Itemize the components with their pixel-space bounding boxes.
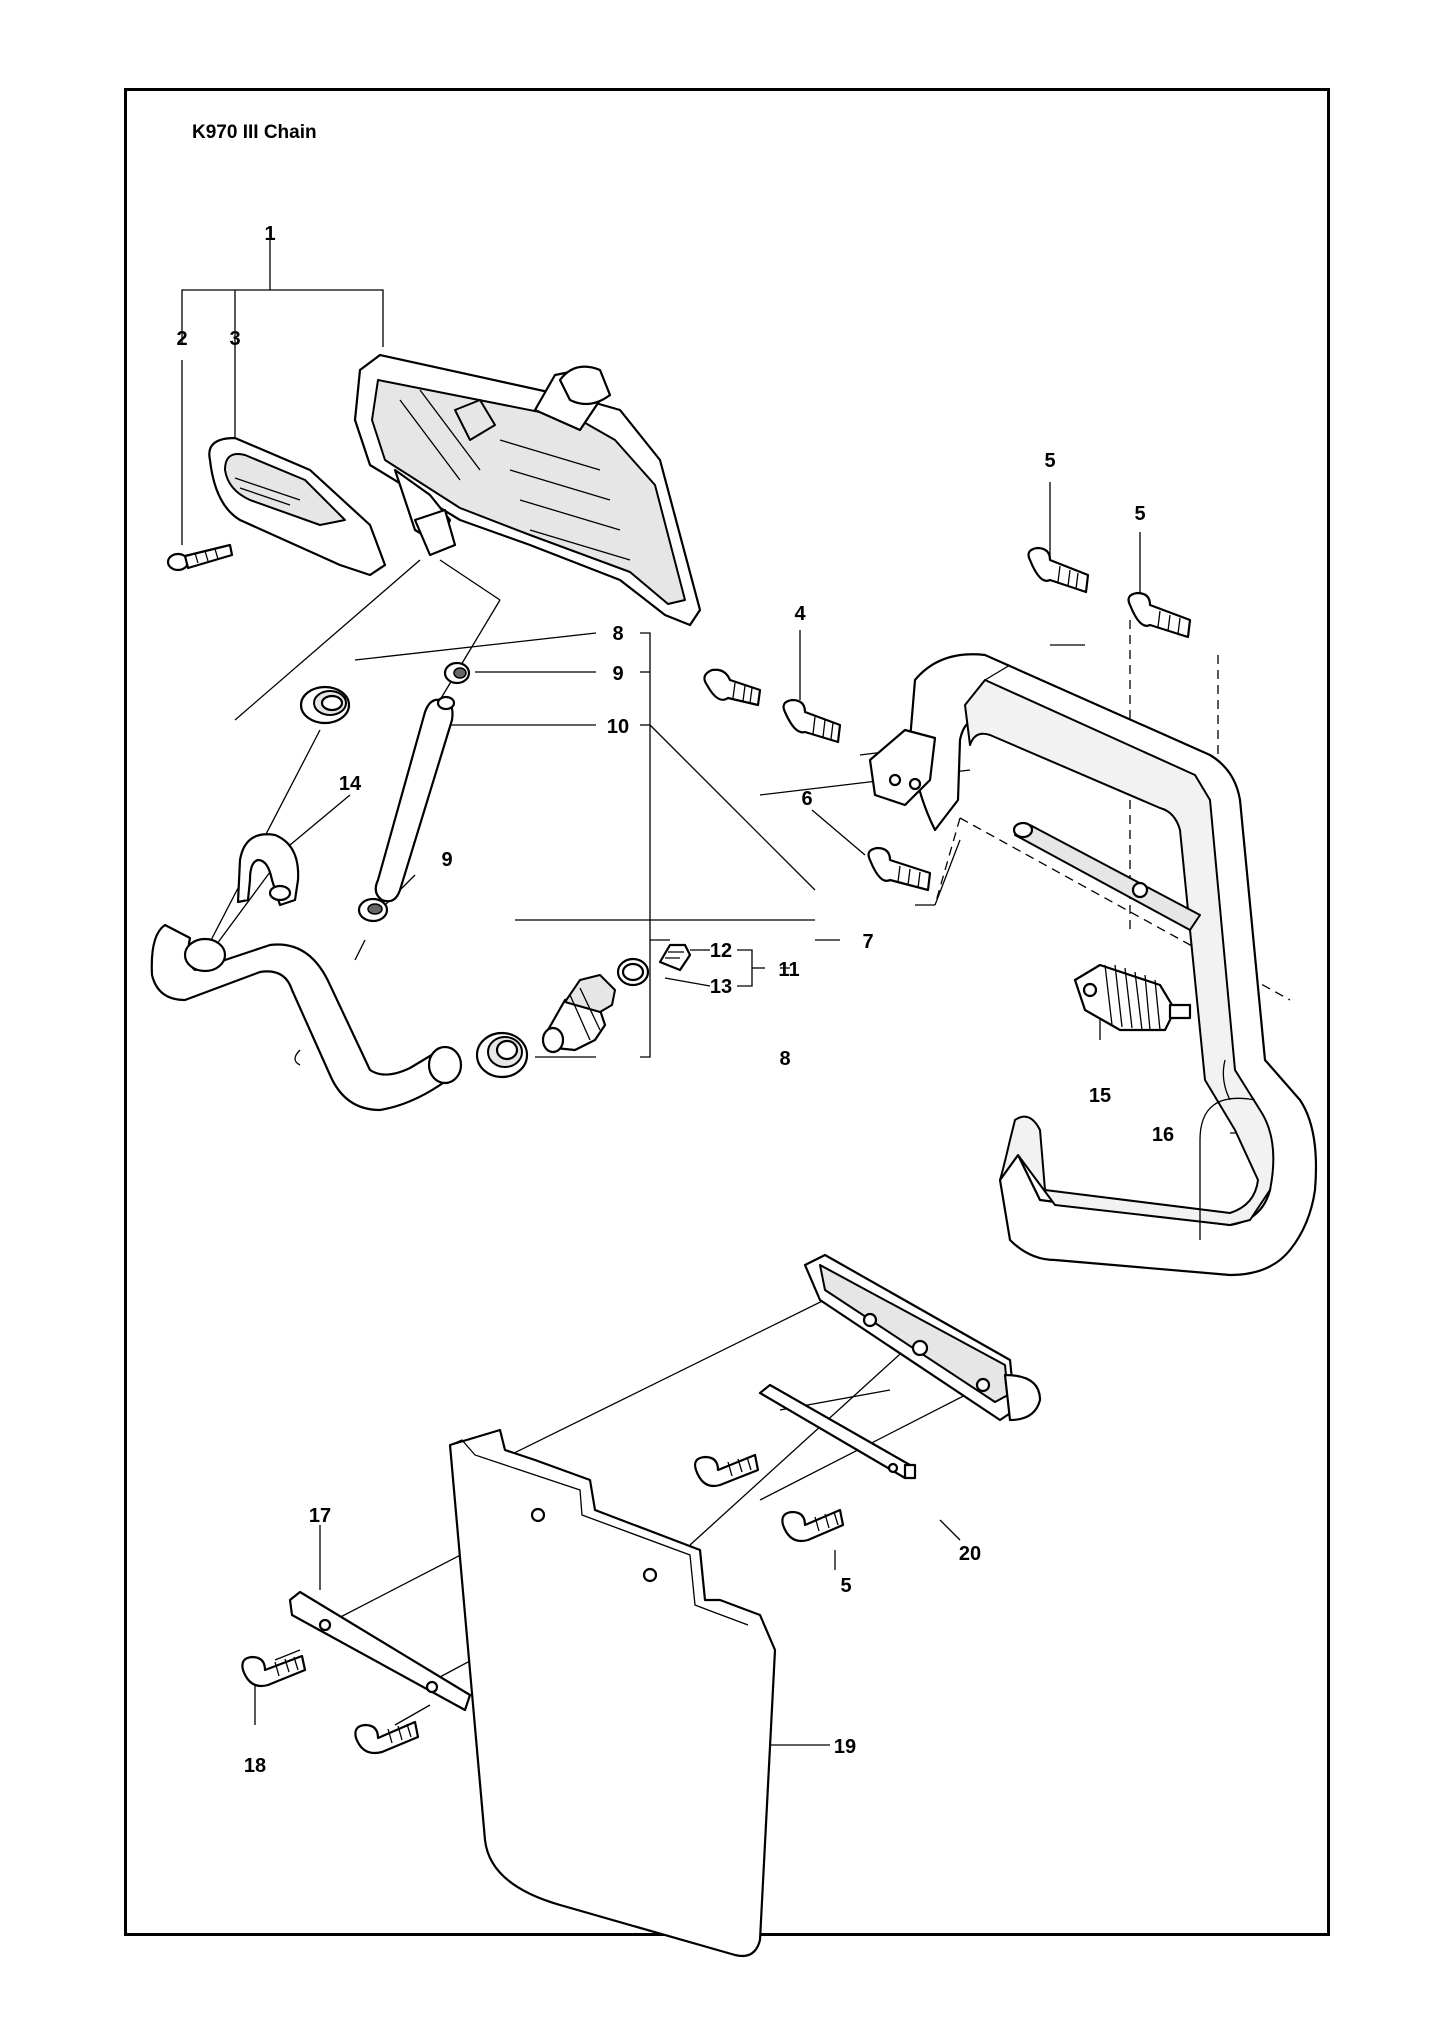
callout-14: 14 bbox=[339, 773, 362, 795]
grommet-8-top bbox=[299, 685, 351, 725]
grip-cover bbox=[208, 436, 387, 577]
tube-7 bbox=[150, 923, 463, 1112]
callout-19: 19 bbox=[834, 1736, 856, 1758]
callout-labels: 1 2 3 4 5 5 5 6 7 8 8 9 9 10 11 12 13 14… bbox=[176, 223, 1174, 1777]
callout-5-top-left: 5 bbox=[1044, 450, 1055, 472]
callout-5-bottom: 5 bbox=[840, 1575, 851, 1597]
handle-bar-16 bbox=[908, 653, 1318, 1277]
screw-6 bbox=[867, 846, 932, 892]
callout-11: 11 bbox=[778, 959, 799, 981]
splash-guard-19 bbox=[448, 1428, 777, 1958]
callout-8-bottom: 8 bbox=[779, 1048, 790, 1070]
screw-18-a bbox=[241, 1654, 307, 1688]
clip-14 bbox=[236, 833, 300, 907]
screw-5-top-left bbox=[1027, 546, 1090, 594]
callout-4: 4 bbox=[794, 603, 806, 625]
callout-12: 12 bbox=[710, 940, 732, 962]
plate-17 bbox=[288, 1590, 472, 1712]
callout-9-bottom: 9 bbox=[441, 849, 452, 871]
callout-5-top-right: 5 bbox=[1134, 503, 1145, 525]
hose-10 bbox=[374, 695, 456, 903]
valve-11 bbox=[541, 974, 616, 1054]
callout-9-top: 9 bbox=[612, 663, 623, 685]
screw-18-b bbox=[354, 1720, 420, 1755]
callout-8-top: 8 bbox=[612, 623, 623, 645]
screw-5-bottom-a bbox=[693, 1453, 760, 1488]
clamp-9-bottom bbox=[357, 897, 389, 923]
callout-15: 15 bbox=[1089, 1085, 1111, 1107]
callout-18: 18 bbox=[244, 1755, 266, 1777]
bar-mount-bracket bbox=[803, 1253, 1042, 1422]
nipple-12 bbox=[658, 943, 692, 972]
clamp-9-top bbox=[443, 661, 471, 685]
inner-rod bbox=[1012, 821, 1201, 931]
callout-16: 16 bbox=[1152, 1124, 1174, 1146]
callout-2: 2 bbox=[176, 328, 187, 350]
callout-7: 7 bbox=[862, 931, 873, 953]
callout-6: 6 bbox=[801, 788, 812, 810]
callout-1: 1 bbox=[264, 223, 275, 245]
callout-20: 20 bbox=[959, 1543, 981, 1565]
o-ring-13 bbox=[616, 957, 650, 987]
screw-2 bbox=[166, 543, 234, 572]
screw-5-bottom-b bbox=[781, 1508, 845, 1543]
bracket-4 bbox=[703, 668, 937, 807]
callout-13: 13 bbox=[710, 976, 732, 998]
callout-10: 10 bbox=[607, 716, 629, 738]
plate-20 bbox=[758, 1383, 917, 1480]
front-handle bbox=[353, 353, 702, 627]
grommet-8-bottom bbox=[475, 1031, 529, 1079]
leader-lines bbox=[179, 240, 1291, 1746]
diagram-title: K970 III Chain bbox=[192, 122, 317, 143]
callout-3: 3 bbox=[229, 328, 240, 350]
screw-5-top-right bbox=[1127, 591, 1192, 639]
damper-spring-15 bbox=[1073, 963, 1192, 1032]
callout-17: 17 bbox=[309, 1505, 331, 1527]
